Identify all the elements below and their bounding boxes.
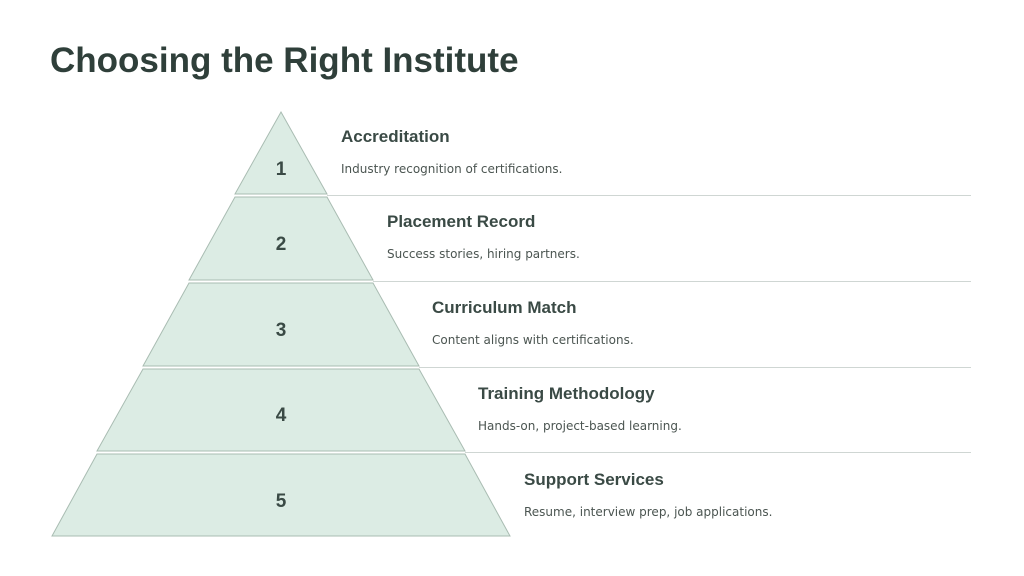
- level-2: Placement Record Success stories, hiring…: [387, 212, 580, 262]
- level-5: Support Services Resume, interview prep,…: [524, 470, 772, 520]
- level-description: Content aligns with certifications.: [432, 333, 634, 347]
- pyramid-tier-1: [234, 110, 328, 195]
- tier-number-1: 1: [276, 159, 287, 180]
- level-description: Success stories, hiring partners.: [387, 247, 580, 261]
- tier-number-5: 5: [276, 491, 287, 512]
- pyramid-tier-2: [188, 196, 374, 281]
- divider-4: [465, 452, 971, 453]
- divider-3: [419, 367, 971, 368]
- divider-1: [327, 195, 971, 196]
- level-title: Curriculum Match: [432, 298, 577, 317]
- level-title: Support Services: [524, 470, 664, 489]
- level-title: Placement Record: [387, 212, 536, 231]
- level-title: Accreditation: [341, 127, 450, 146]
- tier-number-3: 3: [276, 320, 287, 341]
- pyramid-tier-3: [142, 282, 420, 367]
- tier-number-2: 2: [276, 234, 287, 255]
- level-description: Hands-on, project-based learning.: [478, 419, 682, 433]
- divider-2: [373, 281, 971, 282]
- pyramid-tier-5: [51, 453, 511, 537]
- level-description: Resume, interview prep, job applications…: [524, 505, 773, 519]
- level-title: Training Methodology: [478, 384, 655, 403]
- slide-title: Choosing the Right Institute: [50, 41, 519, 80]
- level-description: Industry recognition of certifications.: [341, 162, 563, 176]
- pyramid-tier-4: [96, 368, 466, 452]
- level-1: Accreditation Industry recognition of ce…: [341, 127, 562, 177]
- level-4: Training Methodology Hands-on, project-b…: [478, 384, 682, 434]
- level-3: Curriculum Match Content aligns with cer…: [432, 298, 634, 348]
- tier-number-4: 4: [276, 405, 287, 426]
